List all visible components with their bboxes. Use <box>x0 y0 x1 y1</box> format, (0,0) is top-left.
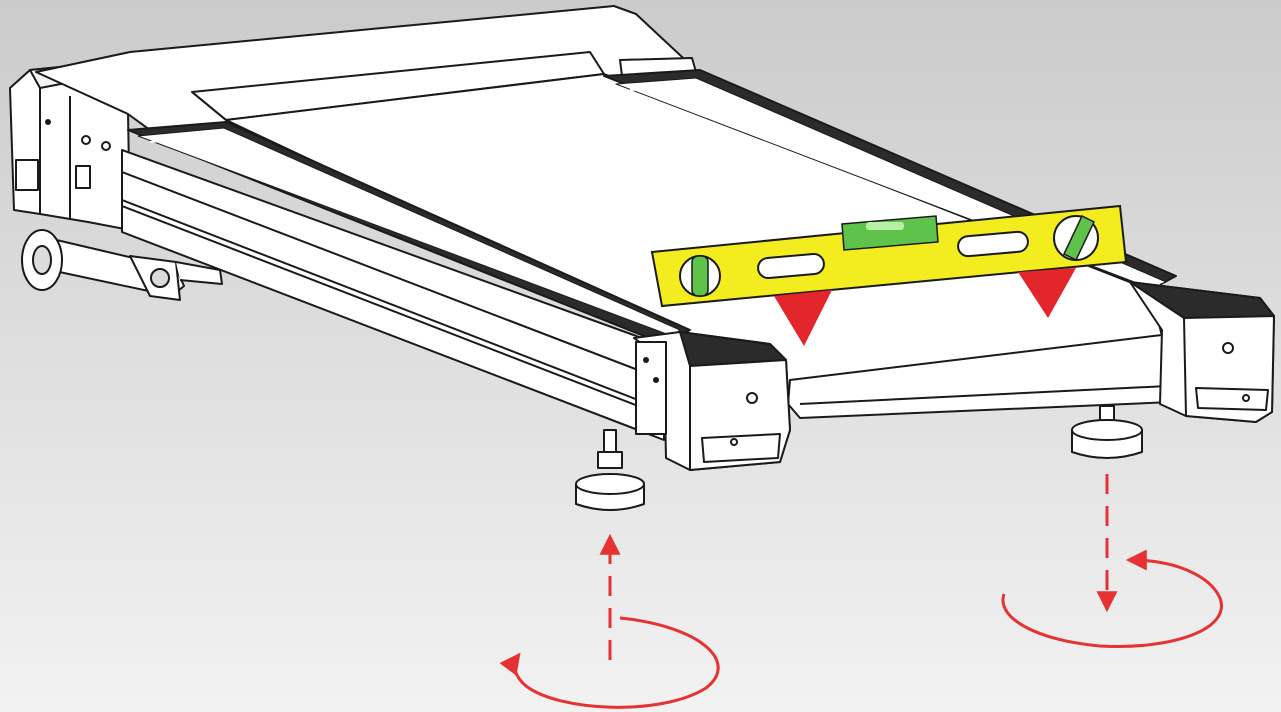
rotate-arrow-icon <box>499 616 720 709</box>
spirit-level-icon <box>650 204 1128 308</box>
level-slot-left <box>757 252 825 280</box>
level-center-vial <box>841 215 939 251</box>
front-right-end-cap <box>1129 281 1275 423</box>
rear-wheel-assembly <box>21 229 223 301</box>
rotate-arrow-icon <box>1001 549 1223 648</box>
front-right-leveling-foot[interactable] <box>1071 405 1143 459</box>
level-contact-marker-left <box>774 290 832 346</box>
front-left-adjustment <box>499 533 720 709</box>
front-right-adjustment <box>1001 474 1223 648</box>
level-left-vial <box>679 255 721 297</box>
level-contact-marker-right <box>1018 268 1076 318</box>
level-slot-right <box>957 230 1029 258</box>
level-right-vial <box>1053 214 1099 262</box>
front-left-leveling-foot[interactable] <box>575 429 645 511</box>
left-side-rail <box>121 121 691 441</box>
front-left-end-cap <box>633 331 791 471</box>
